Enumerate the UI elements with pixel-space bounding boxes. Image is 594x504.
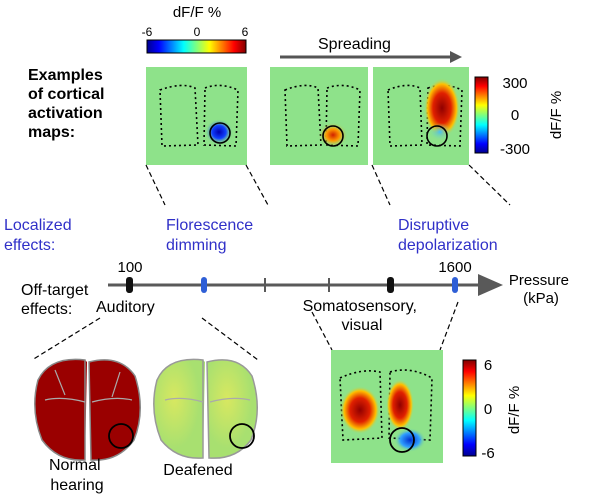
pressure-label: Pressure (kPa) <box>509 272 573 307</box>
target-circle <box>229 423 255 449</box>
colorbar-top <box>146 39 247 54</box>
connector-line <box>245 164 269 206</box>
connector-line <box>311 311 333 351</box>
colorbar-right <box>474 76 489 154</box>
connector-line <box>145 164 166 206</box>
colorbar-bottom <box>462 359 477 457</box>
colorbar-right-title: dF/F % <box>548 91 565 139</box>
examples-label: Examples of cortical activation maps: <box>28 67 109 141</box>
colorbar-bottom-title: dF/F % <box>506 386 523 434</box>
deafened-label: Deafened <box>163 462 232 479</box>
colorbar-top-tick-min: -6 <box>142 25 153 39</box>
colorbar-top-title: dF/F % <box>173 4 221 21</box>
marker-1600-blue <box>452 277 458 293</box>
spreading-arrow-head <box>450 51 462 63</box>
connector-line <box>31 317 101 361</box>
spreading-label: Spreading <box>318 36 391 53</box>
target-circle <box>322 125 344 147</box>
somatosensory-label: Somatosensory, visual <box>303 298 422 334</box>
normal-hearing-label: Normal hearing <box>49 457 105 494</box>
brain-map-normal-hearing <box>34 358 141 461</box>
connector-line <box>468 164 511 206</box>
target-circle <box>389 427 415 453</box>
marker-100 <box>126 277 133 293</box>
colorbar-bottom-tick-min: -6 <box>481 445 494 462</box>
connector-line <box>371 164 391 206</box>
auditory-label: Auditory <box>96 299 155 316</box>
colorbar-bottom-tick-mid: 0 <box>484 401 492 418</box>
connector-line <box>201 317 259 361</box>
activation-map-localized <box>146 67 247 165</box>
colorbar-top-tick-mid: 0 <box>194 25 201 39</box>
marker-somatosensory <box>387 277 394 293</box>
connector-line <box>439 301 459 351</box>
examples-line-2: of cortical <box>28 86 104 103</box>
target-circle <box>108 423 134 449</box>
florescence-dimming-label: Florescence dimming <box>166 217 258 254</box>
activation-map-spreading-late <box>373 67 469 165</box>
marker-localized-blue <box>201 277 207 293</box>
colorbar-top-tick-max: 6 <box>242 25 249 39</box>
target-circle <box>209 122 231 144</box>
examples-line-1: Examples <box>28 67 103 84</box>
brain-map-deafened <box>153 358 258 459</box>
tick-label-100: 100 <box>117 259 142 276</box>
colorbar-right-tick-min: -300 <box>500 141 530 158</box>
examples-line-3: activation <box>28 105 103 122</box>
colorbar-right-tick-mid: 0 <box>511 107 519 124</box>
activation-map-spreading-early <box>270 67 368 165</box>
tick-label-1600: 1600 <box>438 259 471 276</box>
localized-effects-label: Localized effects: <box>4 217 76 254</box>
colorbar-right-tick-max: 300 <box>502 75 527 92</box>
examples-line-4: maps: <box>28 124 75 141</box>
activation-map-somatosensory <box>331 350 443 463</box>
pressure-axis-arrowhead <box>478 274 503 296</box>
offtarget-effects-label: Off-target effects: <box>21 282 93 318</box>
target-circle <box>426 125 448 147</box>
disruptive-depolarization-label: Disruptive depolarization <box>398 217 498 254</box>
colorbar-bottom-tick-max: 6 <box>484 357 492 374</box>
